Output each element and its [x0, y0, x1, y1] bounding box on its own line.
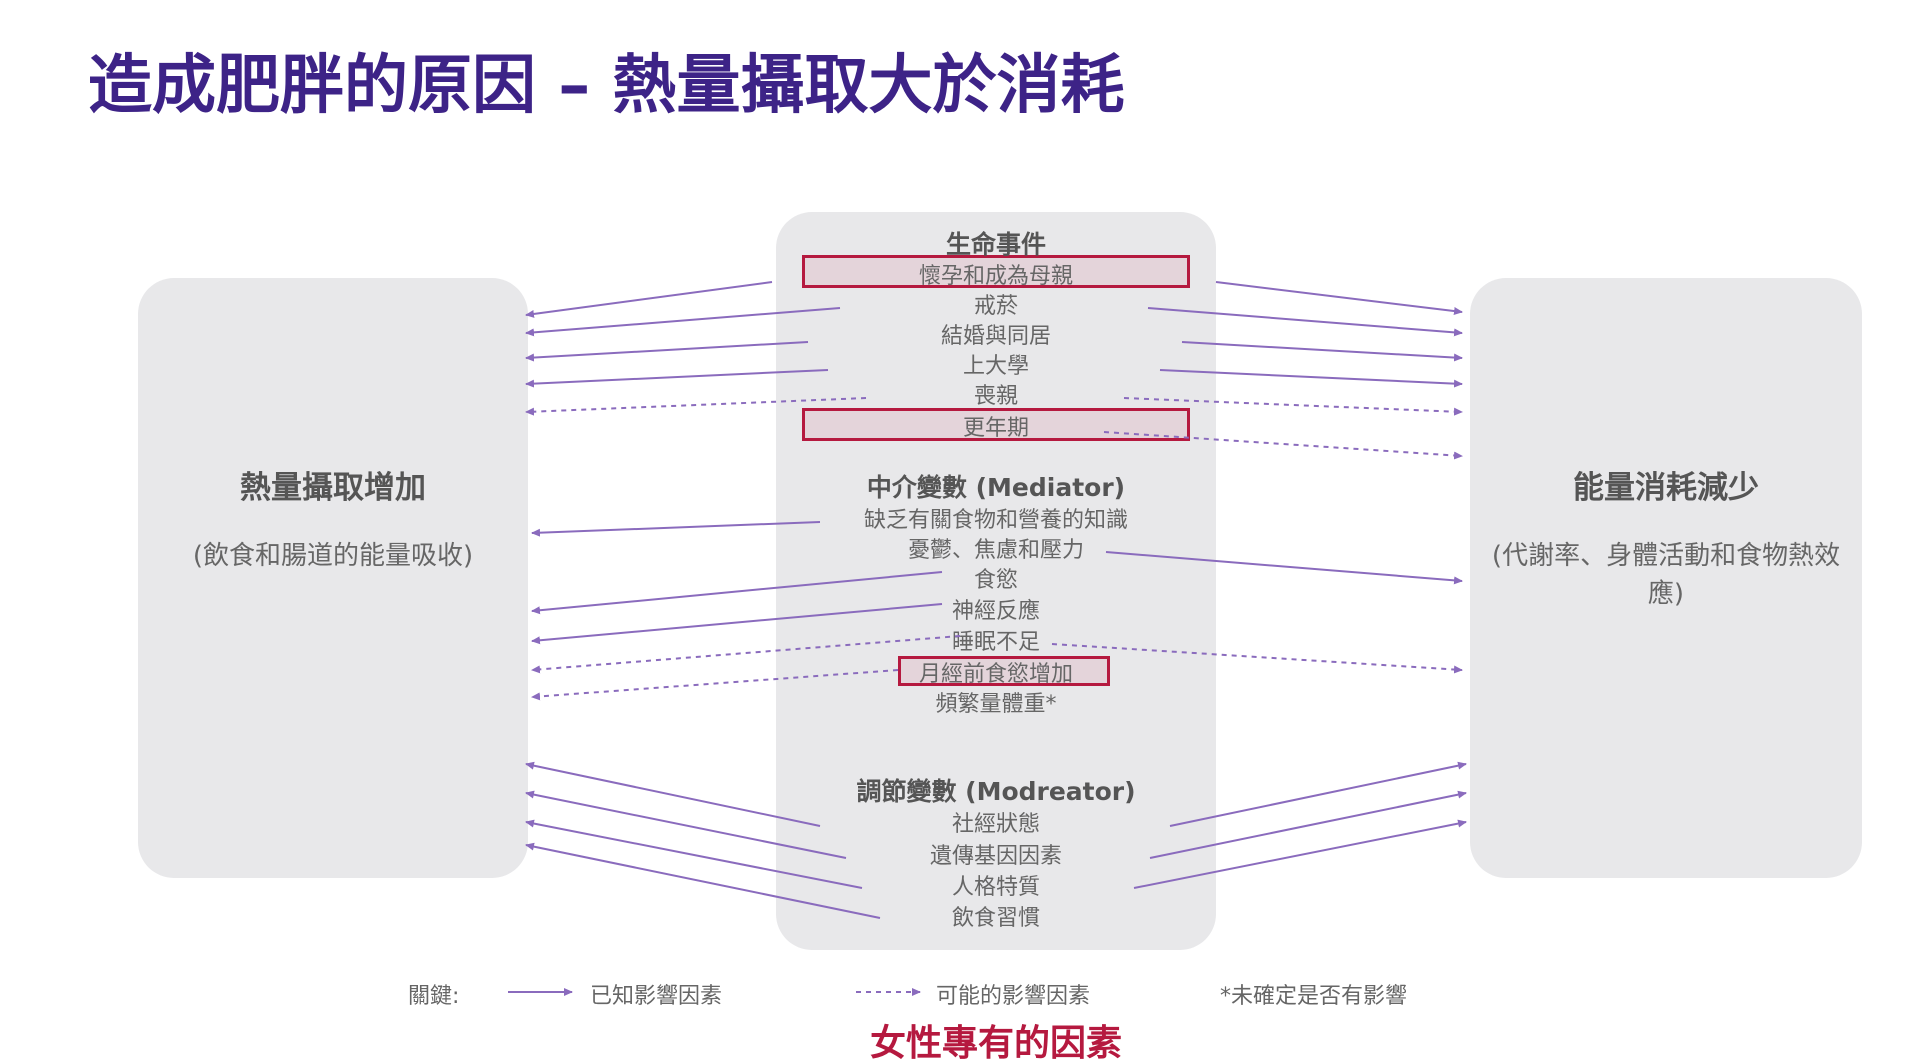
life-event-item: 戒菸: [973, 294, 1018, 319]
arrow-possible: [1103, 431, 1463, 460]
energy-intake-box: [138, 278, 528, 878]
legend-key-label: 關鍵:: [408, 984, 460, 1009]
mediator-item: 頻繁量體重*: [935, 692, 1057, 717]
female-specific-note: 女性專有的因素: [869, 1023, 1122, 1060]
arrow-known: [525, 790, 847, 859]
life-event-item: 喪親: [973, 384, 1018, 409]
arrow-possible: [525, 397, 867, 416]
mediator-item: 睡眠不足: [951, 630, 1040, 655]
arrow-known: [1133, 819, 1467, 889]
arrow-known: [525, 341, 809, 362]
life-event-item: 更年期: [962, 416, 1029, 441]
moderator-heading: 調節變數 (Modreator): [856, 777, 1136, 806]
arrow-known: [525, 819, 863, 889]
arrow-known: [1169, 761, 1467, 827]
arrow-possible: [531, 669, 899, 701]
arrow-known: [531, 521, 821, 537]
arrow-known: [531, 571, 943, 615]
arrow-known: [525, 761, 821, 827]
mediator-item: 食慾: [973, 568, 1018, 593]
moderator-item: 人格特質: [951, 875, 1040, 900]
arrow-known: [1181, 341, 1463, 362]
arrow-known: [531, 603, 943, 645]
mediator-item: 神經反應: [951, 599, 1040, 624]
highlight-pregnancy: [802, 255, 1190, 288]
arrow-possible: [531, 635, 961, 674]
energy-intake-title: 熱量攝取增加: [240, 470, 426, 506]
page-title: 造成肥胖的原因 – 熱量攝取大於消耗: [88, 49, 1125, 123]
life-event-item: 懷孕和成為母親: [918, 264, 1073, 289]
life-event-item: 結婚與同居: [940, 324, 1051, 349]
arrow-known: [525, 307, 841, 337]
arrow-known: [1159, 369, 1463, 388]
arrow-known: [1215, 281, 1463, 316]
mediator-item: 憂鬱、焦慮和壓力: [907, 538, 1084, 563]
legend-possible-label: 可能的影響因素: [936, 984, 1091, 1009]
arrow-known: [1105, 551, 1463, 585]
life-event-item: 上大學: [962, 354, 1029, 379]
mediator-item: 缺乏有關食物和營養的知識: [863, 508, 1128, 533]
arrow-known: [525, 842, 881, 919]
mediator-item: 月經前食慾增加: [918, 662, 1073, 687]
arrow-known: [1149, 790, 1467, 859]
moderator-item: 社經狀態: [951, 812, 1040, 837]
legend-known-label: 已知影響因素: [590, 984, 723, 1009]
moderator-item: 遺傳基因因素: [929, 844, 1062, 869]
legend-uncertain-label: *未確定是否有影響: [1220, 984, 1408, 1009]
energy-intake-subtitle: (飲食和腸道的能量吸收): [192, 541, 474, 571]
moderator-item: 飲食習慣: [951, 906, 1040, 931]
energy-expenditure-title: 能量消耗減少: [1573, 470, 1759, 506]
highlight-menopause: [802, 408, 1190, 441]
arrow-known: [525, 369, 829, 388]
arrow-possible: [1051, 643, 1463, 674]
arrow-known: [525, 281, 773, 318]
highlight-premenstrual: [898, 656, 1110, 686]
arrow-possible: [1123, 397, 1463, 416]
life-events-heading: 生命事件: [945, 230, 1046, 259]
energy-expenditure-subtitle: (代謝率、身體活動和食物熱效應): [1491, 541, 1841, 609]
mediator-heading: 中介變數 (Mediator): [866, 473, 1126, 502]
energy-expenditure-box: [1470, 278, 1862, 878]
arrow-known: [1147, 307, 1463, 337]
